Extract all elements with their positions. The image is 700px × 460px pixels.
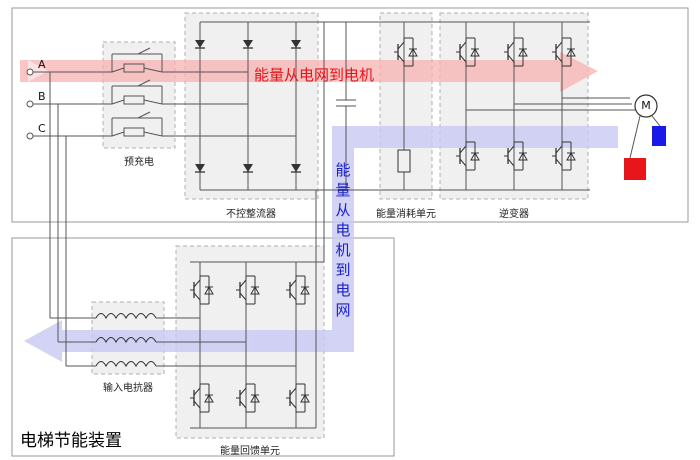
rectifier-bridge (194, 21, 346, 191)
phase-a-label: A (38, 58, 46, 71)
rectifier-label: 不控整流器 (226, 209, 276, 220)
load-red-weight (624, 158, 646, 180)
precharge-box (102, 41, 176, 149)
device-title: 电梯节能装置 (20, 431, 122, 451)
phase-c-label: C (38, 122, 46, 135)
dc-bus (190, 21, 590, 429)
inverter-bridge (455, 22, 636, 190)
reactor-coils (95, 312, 157, 368)
motor-label: M (641, 99, 651, 112)
motor-symbol (634, 94, 658, 118)
phase-lines (26, 47, 296, 367)
feedback-bridge (189, 262, 310, 428)
brake-unit-label: 能量消耗单元 (376, 209, 436, 220)
brake-unit-circuit (393, 22, 418, 190)
forward-flow-arrow (20, 52, 598, 92)
regen-flow-label: 能量从电机到电网 (335, 161, 351, 319)
device-frame (11, 237, 395, 457)
forward-flow-label: 能量从电网到电机 (254, 66, 375, 84)
load-blue-weight (652, 126, 666, 146)
feedback-unit-label: 能量回馈单元 (220, 446, 280, 457)
precharge-label: 预充电 (124, 157, 154, 168)
inverter-label: 逆变器 (499, 209, 529, 220)
input-reactor-label: 输入电抗器 (103, 383, 153, 394)
phase-b-label: B (38, 90, 46, 103)
